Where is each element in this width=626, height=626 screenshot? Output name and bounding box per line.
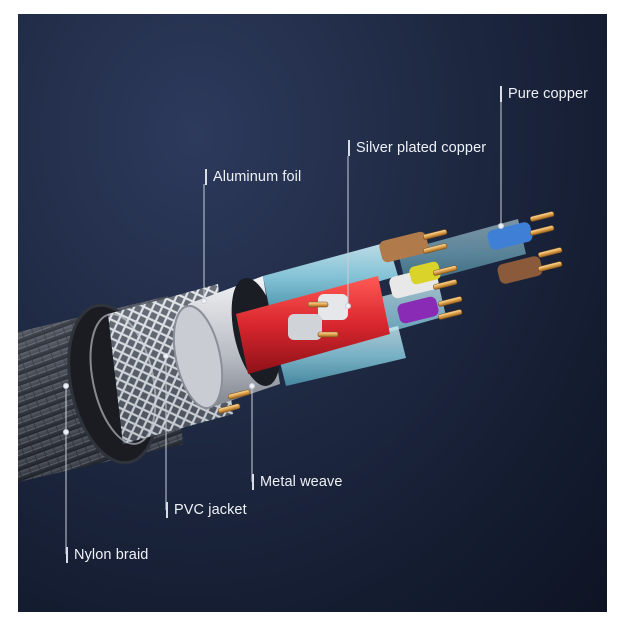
label-bar [66, 547, 68, 563]
copper-pins [217, 211, 563, 414]
cable-illustration [18, 102, 563, 554]
cable-cross-section-image: Pure copper Silver plated copper Aluminu… [18, 14, 607, 612]
label-text: PVC jacket [174, 502, 247, 518]
label-pure-copper: Pure copper [500, 86, 588, 102]
label-text: Pure copper [508, 86, 589, 102]
label-silver-plated-copper: Silver plated copper [348, 140, 486, 156]
label-pvc-jacket: PVC jacket [166, 502, 247, 518]
label-bar [252, 474, 254, 490]
label-text: Silver plated copper [356, 140, 487, 156]
label-bar [500, 86, 502, 102]
wire-bundles [288, 222, 543, 340]
label-nylon-braid: Nylon braid [66, 547, 148, 563]
label-bar [205, 169, 207, 185]
label-bar [166, 502, 168, 518]
label-bar [348, 140, 350, 156]
label-aluminum-foil: Aluminum foil [205, 169, 301, 185]
label-metal-weave: Metal weave [252, 474, 343, 490]
label-text: Metal weave [260, 474, 343, 490]
leader-lines [63, 102, 504, 554]
label-text: Aluminum foil [213, 169, 302, 185]
label-text: Nylon braid [74, 547, 149, 563]
